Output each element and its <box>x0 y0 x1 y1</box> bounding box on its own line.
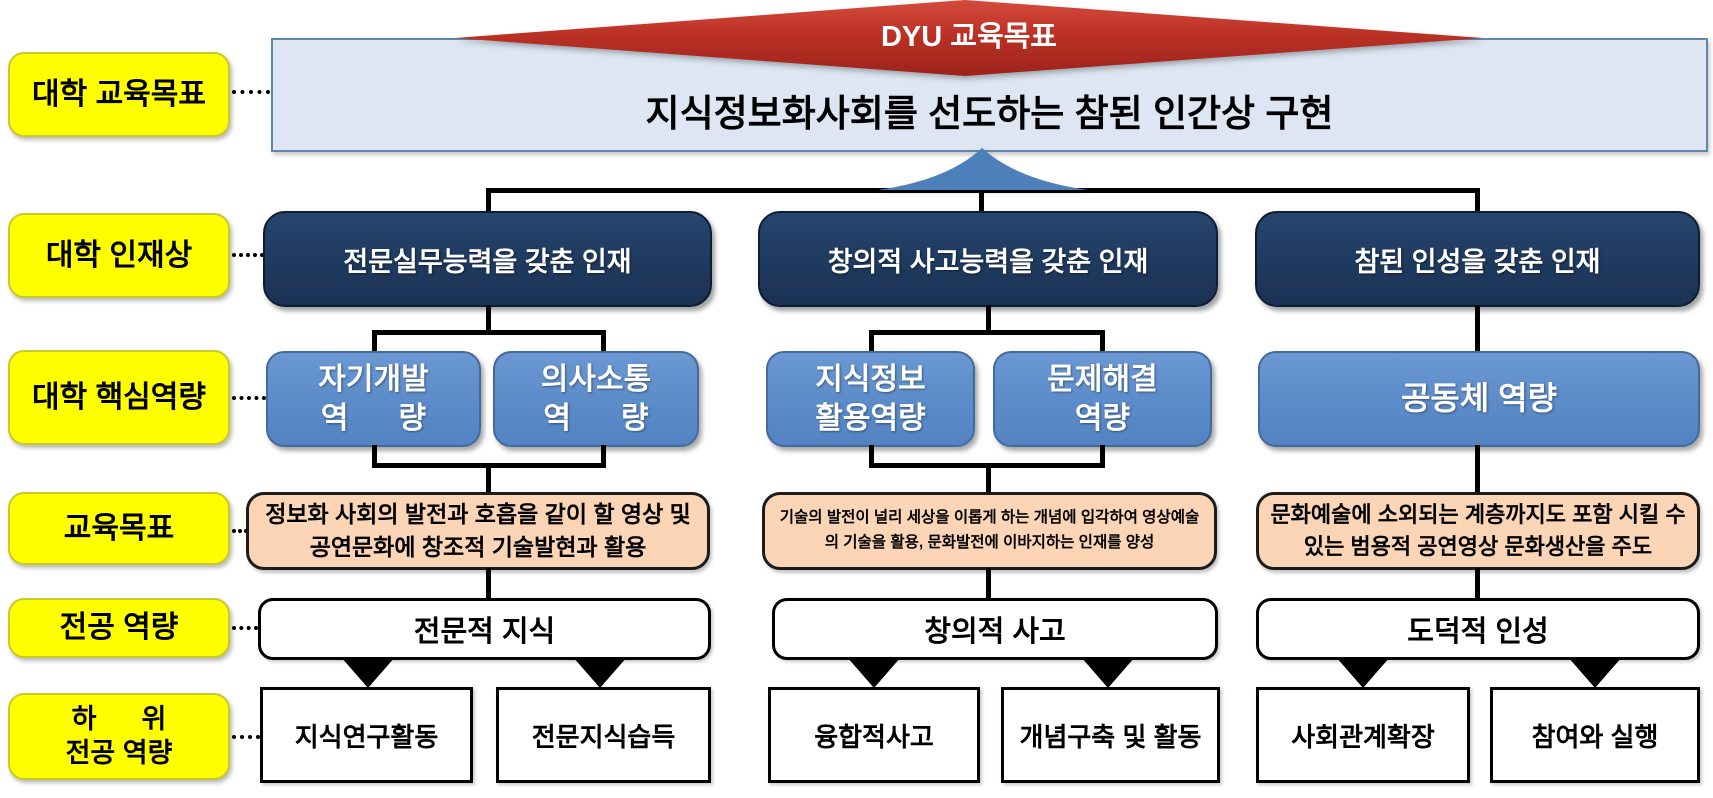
sub-competency-box-1-1: 지식연구활동 <box>260 687 473 783</box>
connector-line <box>372 445 377 467</box>
row-label-major-competency: 전공 역량 <box>8 598 230 658</box>
dotted-connector <box>232 253 264 257</box>
talent-box-1: 전문실무능력을 갖춘 인재 <box>263 211 712 307</box>
dotted-connector <box>232 529 248 533</box>
connector-line <box>986 568 991 600</box>
talent-box-2: 창의적 사고능력을 갖춘 인재 <box>758 211 1218 307</box>
connector-line <box>1475 305 1480 353</box>
connector-line <box>486 568 491 600</box>
sub-competency-box-3-2: 참여와 실행 <box>1490 687 1700 783</box>
row-label-sub-major-competency: 하 위 전공 역량 <box>8 693 230 780</box>
row-label-univ-talent: 대학 인재상 <box>8 213 230 298</box>
connector-line <box>979 188 984 213</box>
connector-line <box>486 188 491 213</box>
sub-competency-box-1-2: 전문지식습득 <box>496 687 711 783</box>
connector-line <box>1475 188 1480 213</box>
connector-line <box>1475 445 1480 494</box>
down-triangle-icon <box>1336 657 1390 688</box>
connector-line <box>601 332 606 353</box>
connector-line <box>1100 332 1105 353</box>
core-competency-box-3: 공동체 역량 <box>1258 351 1700 447</box>
row-label-univ-goal: 대학 교육목표 <box>8 52 230 137</box>
connector-line <box>372 463 606 468</box>
core-competency-box-1-1: 자기개발 역 량 <box>266 351 481 447</box>
dotted-connector <box>232 735 260 739</box>
connector-line <box>372 330 606 335</box>
connector-line <box>1475 568 1480 600</box>
banner-title: DYU 교육목표 <box>880 21 1057 53</box>
down-triangle-icon <box>341 657 395 688</box>
core-competency-box-2-1: 지식정보 활용역량 <box>766 351 975 447</box>
core-competency-box-2-2: 문제해결 역량 <box>993 351 1212 447</box>
down-triangle-icon <box>1081 657 1135 688</box>
connector-line <box>1100 445 1105 467</box>
connector-line <box>869 463 1105 468</box>
talent-box-3: 참된 인성을 갖춘 인재 <box>1255 211 1700 307</box>
row-label-core-competency: 대학 핵심역량 <box>8 350 230 445</box>
sub-competency-box-2-2: 개념구축 및 활동 <box>1001 687 1220 783</box>
dotted-connector <box>232 396 266 400</box>
edu-goal-box-2: 기술의 발전이 널리 세상을 이롭게 하는 개념에 입각하여 영상예술의 기술을… <box>762 492 1217 570</box>
edu-goal-box-3: 문화예술에 소외되는 계층까지도 포함 시킬 수 있는 범용적 공연영상 문화생… <box>1256 492 1700 570</box>
connector-line <box>601 445 606 467</box>
core-competency-box-1-2: 의사소통 역 량 <box>493 351 699 447</box>
connector-line <box>486 466 491 494</box>
major-competency-box-3: 도덕적 인성 <box>1256 598 1700 660</box>
sub-competency-box-2-1: 융합적사고 <box>768 687 980 783</box>
down-triangle-icon <box>1568 657 1622 688</box>
connector-line <box>986 305 991 332</box>
down-triangle-icon <box>573 657 627 688</box>
down-triangle-icon <box>847 657 901 688</box>
connector-line <box>869 332 874 353</box>
connector-line <box>372 332 377 353</box>
sub-competency-box-3-1: 사회관계확장 <box>1256 687 1470 783</box>
connector-line <box>986 466 991 494</box>
university-goal-text: 지식정보화사회를 선도하는 참된 인간상 구현 <box>645 93 1334 134</box>
dyu-banner-diamond <box>455 0 1483 76</box>
connector-line <box>486 305 491 332</box>
edu-goal-box-1: 정보화 사회의 발전과 호흡을 같이 할 영상 및 공연문화에 창조적 기술발현… <box>246 492 710 570</box>
dotted-connector <box>232 90 270 94</box>
major-competency-box-1: 전문적 지식 <box>258 598 711 660</box>
connector-line <box>869 445 874 467</box>
up-arrow-icon <box>878 148 1088 190</box>
major-competency-box-2: 창의적 사고 <box>772 598 1218 660</box>
dotted-connector <box>232 626 258 630</box>
row-label-edu-goal: 교육목표 <box>8 492 230 565</box>
connector-line <box>869 330 1105 335</box>
